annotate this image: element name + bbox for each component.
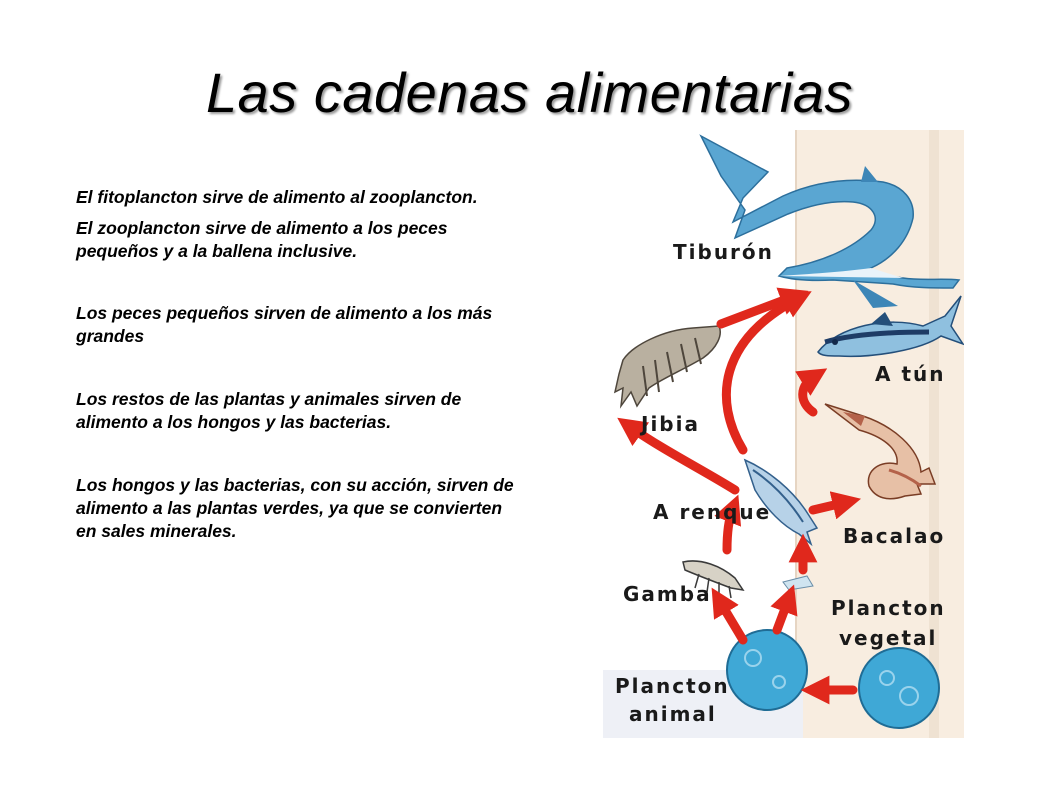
arrow-animal-plankton-to-shrimp <box>719 600 743 640</box>
label-plancton-animal-2: animal <box>629 702 717 726</box>
paragraph-zooplancton: El zooplancton sirve de alimento a los p… <box>76 217 526 263</box>
label-arenque: A renque <box>653 500 771 524</box>
food-chain-illustration: Tiburón A tún Jibia A renque Bacalao Gam… <box>603 130 964 738</box>
label-plancton-vegetal-2: vegetal <box>839 626 937 650</box>
text-block: El fitoplancton sirve de alimento al zoo… <box>76 186 526 543</box>
paragraph-peces-pequenos: Los peces pequeños sirven de alimento a … <box>76 302 526 348</box>
label-tiburon: Tiburón <box>673 240 774 264</box>
plant-plankton-icon <box>859 648 939 728</box>
arrow-animal-plankton-to-copepod <box>777 598 789 630</box>
label-atun: A tún <box>875 362 945 386</box>
paragraph-fitoplancton: El fitoplancton sirve de alimento al zoo… <box>76 186 526 209</box>
label-jibia: Jibia <box>641 412 700 436</box>
paragraph-hongos-bacterias: Los hongos y las bacterias, con su acció… <box>76 474 526 543</box>
cuttlefish-icon <box>615 326 720 406</box>
label-plancton-vegetal-1: Plancton <box>831 596 946 620</box>
label-plancton-animal-1: Plancton <box>615 674 730 698</box>
label-gamba: Gamba <box>623 582 712 606</box>
paragraph-restos: Los restos de las plantas y animales sir… <box>76 388 526 434</box>
page-title: Las cadenas alimentarias <box>0 60 1059 125</box>
label-bacalao: Bacalao <box>843 524 945 548</box>
